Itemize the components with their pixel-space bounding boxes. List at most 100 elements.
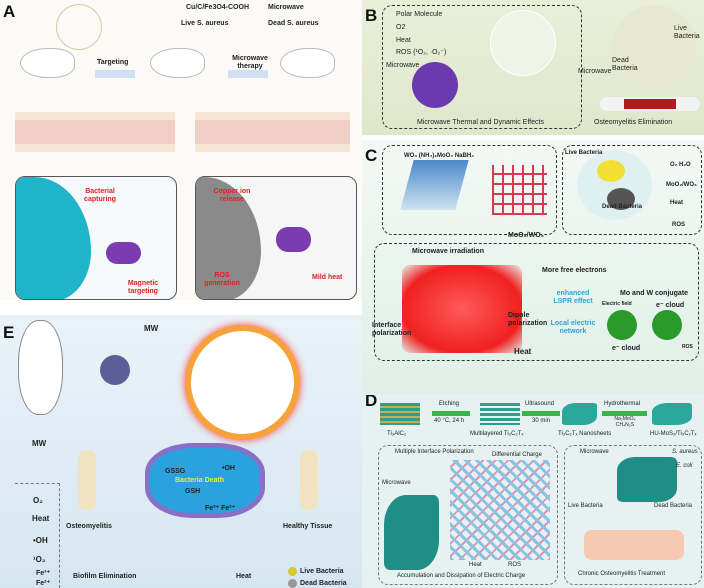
step-ultrasound: Ultrasound — [525, 401, 555, 407]
dead-bacteria-dot — [288, 579, 297, 588]
fe-label: Fe³⁺ Fe²⁺ — [205, 505, 236, 512]
bacteria-sheet — [617, 457, 677, 502]
lattice-structures — [450, 460, 550, 560]
live-bacteria-dot — [288, 567, 297, 576]
s-aureus-label: S. aureus — [672, 449, 698, 455]
legend-heat: Heat — [396, 37, 411, 44]
caption-thermal-effects: Microwave Thermal and Dynamic Effects — [417, 119, 544, 126]
nanoparticle — [100, 355, 130, 385]
legend-dead: Dead S. aureus — [268, 20, 319, 27]
heat-label: Heat — [236, 573, 252, 580]
legend-polar-molecule: Polar Molecule — [396, 11, 443, 18]
arrow-therapy — [228, 70, 268, 78]
zoom-box-right — [195, 176, 357, 300]
material-nanosheets: Ti₃C₂Tₓ Nanosheets — [558, 431, 612, 437]
biofilm-elimination-label: Biofilm Elimination — [73, 573, 137, 580]
arrow-etching — [432, 411, 470, 416]
multilayer-stack — [480, 403, 520, 425]
blood-vessel-left — [15, 112, 175, 152]
legend-heat: Heat — [32, 514, 50, 523]
mxene-sheets — [384, 495, 439, 570]
live-bacteria-label: Live Bacteria — [565, 150, 603, 156]
legend-o2: O₂ — [33, 496, 43, 505]
material-multilayer: Multilayered Ti₃C₂Tₓ — [470, 431, 524, 437]
composite — [652, 403, 692, 425]
electric-field-label: Electric field — [602, 301, 632, 307]
microwave-label-right: Microwave — [580, 449, 609, 455]
step-etching-conditions: 40 °C, 24 h — [434, 418, 465, 424]
live-bacteria-label: Live Bacteria — [674, 25, 700, 40]
legend-singlet-o2: ¹O₂ — [33, 555, 46, 564]
differential-charge-title: Differential Charge — [492, 452, 542, 458]
legend-microwave: Microwave — [268, 4, 304, 11]
biofilm — [145, 443, 265, 518]
gsh-label: GSH — [185, 488, 201, 495]
bacteria-death-label: Bacteria Death — [175, 477, 225, 484]
legend-live: Live S. aureus — [181, 20, 229, 27]
e-cloud-label: e⁻ cloud — [656, 302, 685, 309]
moo2-wo3-sphere-1 — [607, 310, 637, 340]
thermal-effects-box — [382, 5, 582, 129]
syringe-inset — [56, 4, 102, 50]
microwave-label: Microwave — [386, 62, 420, 69]
step-hydrothermal: Hydrothermal — [604, 401, 641, 407]
live-bacteria-cluster — [597, 160, 625, 182]
arrow-ultrasound — [522, 411, 560, 416]
panel-label: E — [3, 323, 15, 342]
legend-fe2: Fe²⁺ — [36, 580, 51, 587]
bone-infection — [624, 99, 676, 109]
legend-divider — [15, 483, 60, 588]
legend-fe3: Fe³⁺ — [36, 570, 51, 577]
panel-e: E MW MW O₂ Heat •OH ¹O₂ Fe³⁺ Fe²⁺ Osteom… — [0, 315, 362, 588]
zoom-box-left — [15, 176, 177, 300]
crystal-inset — [490, 10, 556, 76]
panel-a: A Cu/C/Fe3O4-COOH Microwave Live S. aure… — [0, 0, 362, 300]
callout-ros-generation: ROS generation — [204, 272, 240, 287]
legend-nanoparticle: Cu/C/Fe3O4-COOH — [186, 4, 250, 11]
nanosheet — [562, 403, 597, 425]
crystal-circle — [185, 325, 300, 440]
material-composite: HU-MoS₂/Ti₃C₂Tₓ — [650, 431, 697, 437]
conjugate-label: Mo and W conjugate — [620, 290, 689, 297]
bacteria-sphere — [612, 5, 697, 90]
step-targeting: Targeting — [97, 59, 129, 66]
local-network-label: Local electric network — [550, 320, 596, 335]
step-etching: Etching — [439, 401, 460, 407]
live-bacteria-label: Live Bacteria — [568, 503, 603, 509]
dead-bacteria-label: Dead Bacteria — [602, 204, 643, 210]
legend-ros: ROS (¹O₂, ·O₂⁻) — [396, 49, 447, 56]
ros-label: ROS — [682, 344, 693, 350]
dead-bacteria-label: Dead Bacteria — [612, 57, 638, 72]
step-ultrasound-time: 30 min — [532, 418, 551, 424]
interface-polarization-title: Multiple Interface Polarization — [395, 449, 474, 455]
polarization-box — [378, 445, 558, 585]
microwave-irradiation-label: Microwave irradiation — [412, 248, 484, 255]
callout-mild-heat: Mild heat — [312, 274, 343, 281]
caption-osteomyelitis-elimination: Osteomyelitis Elimination — [594, 119, 673, 126]
legend-oh: •OH — [33, 536, 48, 545]
e-cloud-label-bottom: e⁻ cloud — [612, 345, 641, 352]
infected-vessel — [584, 530, 684, 560]
mechanism-box — [374, 243, 699, 361]
microwave-label: Microwave — [382, 480, 411, 486]
crystal-lattice — [492, 165, 547, 215]
mouse-1 — [20, 48, 75, 78]
panel-label: B — [365, 6, 378, 25]
caption-chronic-treatment: Chronic Osteomyelitis Treatment — [578, 571, 666, 577]
callout-magnetic-targeting: Magnetic targeting — [127, 280, 159, 295]
blood-vessel-right — [195, 112, 350, 152]
legend-heat: Heat — [670, 200, 684, 206]
oh-label: •OH — [222, 465, 235, 472]
dipole-polarization-label: Dipole polarization — [508, 312, 548, 327]
live-bacteria-label: Live Bacteria — [300, 568, 344, 575]
ti3alc2-stack — [380, 403, 420, 425]
mouse-2 — [150, 48, 205, 78]
dead-bacteria-cluster — [607, 188, 635, 210]
mw-label-top: MW — [144, 324, 159, 333]
microwave-label-right: Microwave — [578, 68, 612, 75]
material-ti3alc2: Ti₃AlC₂ — [387, 431, 407, 437]
free-electrons-label: More free electrons — [542, 267, 607, 274]
nanoparticle-sphere — [412, 62, 458, 108]
legend-o2-h2o: O₂ H₂O — [670, 162, 691, 168]
legend-ros: ROS — [508, 562, 522, 568]
